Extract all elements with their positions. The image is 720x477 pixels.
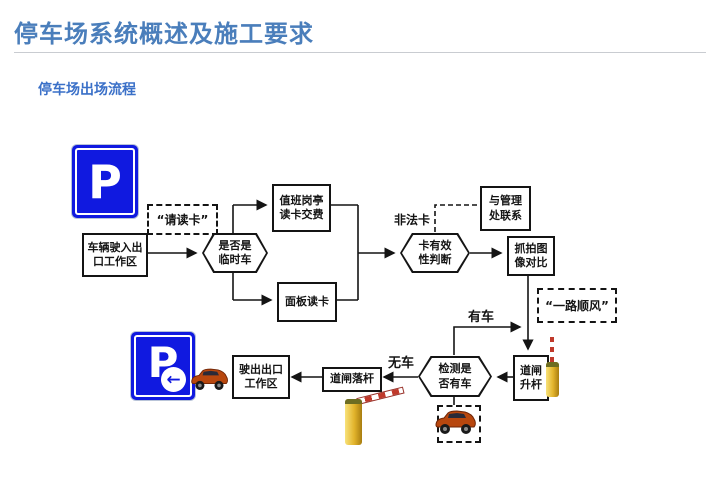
node-text: 抓拍图 像对比 bbox=[514, 241, 548, 269]
barrier-pole-cap bbox=[546, 362, 559, 367]
hexagon-fill bbox=[402, 235, 468, 271]
node-card-valid: 卡有效 性判断 bbox=[400, 233, 470, 273]
annotation-please-read-card: “请读卡” bbox=[147, 204, 218, 235]
node-text: 是否是 临时车 bbox=[218, 238, 252, 266]
node-text: 道闸落杆 bbox=[330, 372, 374, 386]
node-exit-zone: 驶出出口 工作区 bbox=[232, 355, 290, 399]
node-is-temp-car: 是否是 临时车 bbox=[202, 233, 268, 273]
barrier-pole-icon bbox=[546, 362, 559, 397]
node-gate-raise: 道闸 升杆 bbox=[513, 355, 549, 401]
annotation-bon-voyage: “一路顺风” bbox=[537, 288, 617, 323]
left-arrow-icon: ← bbox=[161, 367, 186, 392]
annotation-text: “请读卡” bbox=[156, 213, 209, 227]
title-divider bbox=[14, 52, 706, 53]
parking-sign-border bbox=[134, 335, 192, 397]
node-gate-lower: 道闸落杆 bbox=[322, 367, 382, 392]
node-contact-mgmt: 与管理 处联系 bbox=[480, 186, 531, 231]
node-capture-compare: 抓拍图 像对比 bbox=[507, 236, 555, 276]
page-title: 停车场系统概述及施工要求 bbox=[14, 20, 314, 48]
barrier-pole-cap bbox=[345, 399, 362, 404]
barrier-arm-raised-icon bbox=[550, 337, 554, 363]
label-has-car: 有车 bbox=[468, 310, 495, 325]
annotation-text: “一路顺风” bbox=[545, 299, 609, 313]
node-text: 面板读卡 bbox=[285, 294, 329, 308]
node-text: 驶出出口 工作区 bbox=[239, 362, 283, 390]
node-panel-read: 面板读卡 bbox=[277, 282, 337, 322]
label-no-car: 无车 bbox=[388, 356, 415, 371]
hexagon-fill bbox=[204, 235, 266, 271]
label-illegal-card: 非法卡 bbox=[394, 213, 431, 227]
node-text: 值班岗亭 读卡交费 bbox=[279, 193, 324, 221]
parking-sign: P bbox=[72, 145, 138, 218]
car-icon bbox=[435, 410, 476, 434]
hexagon-fill bbox=[420, 358, 490, 395]
node-text: 车辆驶入出 口工作区 bbox=[87, 240, 143, 268]
section-subtitle: 停车场出场流程 bbox=[38, 82, 136, 98]
parking-sign-letter: P bbox=[88, 154, 122, 209]
parking-exit-sign: P ← bbox=[131, 332, 195, 400]
barrier-pole-icon bbox=[345, 399, 362, 445]
parking-sign-letter: P bbox=[147, 337, 179, 387]
parking-sign-border bbox=[75, 148, 135, 215]
node-enter-zone: 车辆驶入出 口工作区 bbox=[82, 233, 148, 277]
node-text: 与管理 处联系 bbox=[489, 194, 522, 222]
node-text: 道闸 升杆 bbox=[520, 363, 542, 391]
car-icon bbox=[191, 368, 228, 390]
node-booth-pay: 值班岗亭 读卡交费 bbox=[272, 184, 331, 232]
arrow-glyph: ← bbox=[166, 369, 181, 390]
node-text: 检测是 否有车 bbox=[438, 362, 472, 390]
node-text: 卡有效 性判断 bbox=[418, 238, 452, 266]
node-detect-car: 检测是 否有车 bbox=[418, 356, 492, 397]
